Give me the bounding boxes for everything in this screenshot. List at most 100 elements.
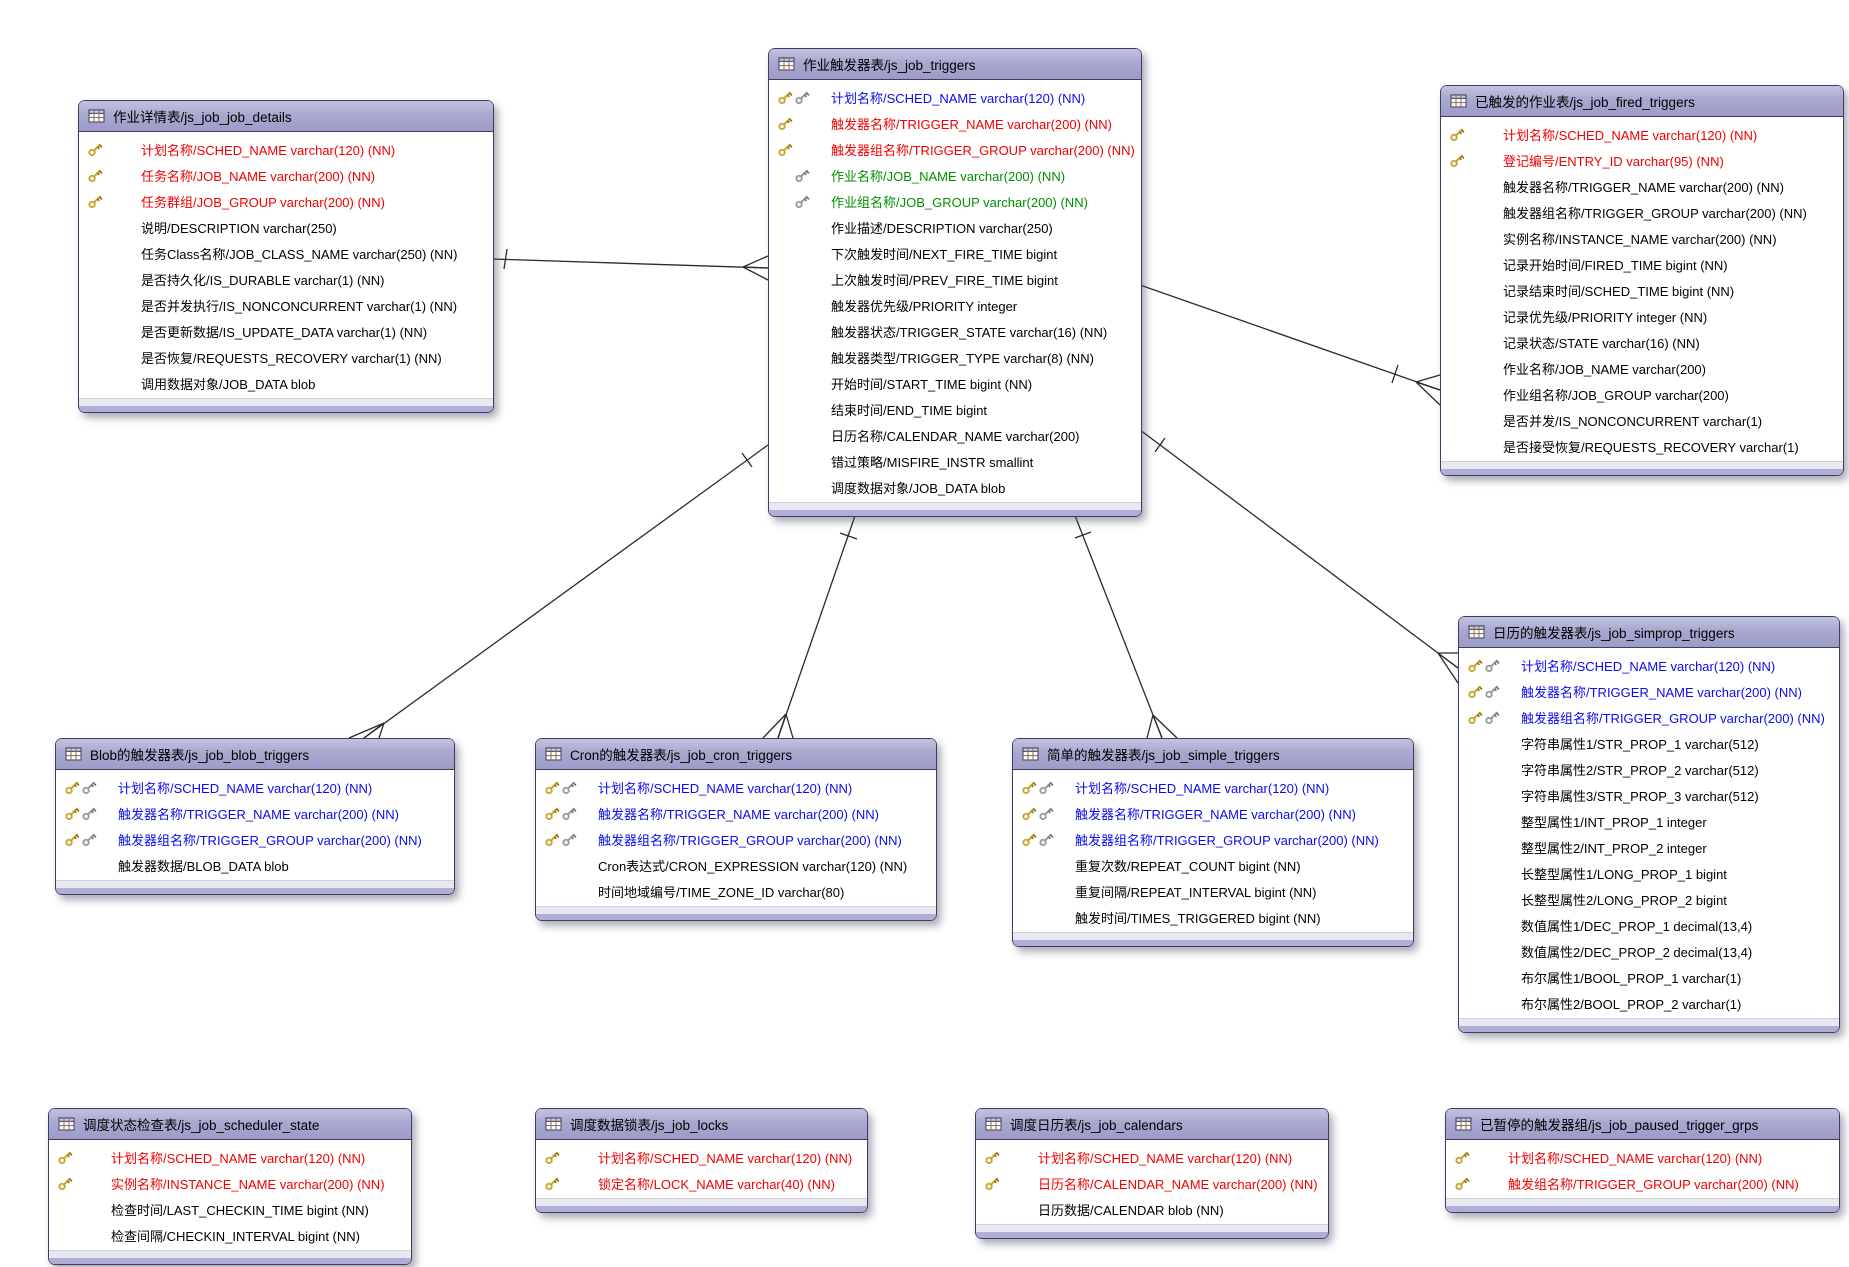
table-js_job_calendars[interactable]: 调度日历表/js_job_calendars 计划名称/SCHED_NAME va… [975,1108,1329,1239]
table-row[interactable]: 触发器类型/TRIGGER_TYPE varchar(8) (NN) [769,344,1141,370]
table-row[interactable]: 任务群组/JOB_GROUP varchar(200) (NN) [79,188,493,214]
table-row[interactable]: 计划名称/SCHED_NAME varchar(120) (NN) [1446,1144,1839,1170]
table-header[interactable]: 日历的触发器表/js_job_simprop_triggers [1459,617,1839,648]
table-row[interactable]: 触发器名称/TRIGGER_NAME varchar(200) (NN) [769,110,1141,136]
table-row[interactable]: 调用数据对象/JOB_DATA blob [79,370,493,396]
table-row[interactable]: 触发器组名称/TRIGGER_GROUP varchar(200) (NN) [56,826,454,852]
table-row[interactable]: 是否接受恢复/REQUESTS_RECOVERY varchar(1) [1441,433,1843,459]
table-row[interactable]: 计划名称/SCHED_NAME varchar(120) (NN) [49,1144,411,1170]
table-row[interactable]: 布尔属性1/BOOL_PROP_1 varchar(1) [1459,964,1839,990]
table-row[interactable]: 触发器组名称/TRIGGER_GROUP varchar(200) (NN) [1013,826,1413,852]
table-js_job_simprop_triggers[interactable]: 日历的触发器表/js_job_simprop_triggers 计划名称/SCHE… [1458,616,1840,1033]
table-header[interactable]: 调度状态检查表/js_job_scheduler_state [49,1109,411,1140]
table-row[interactable]: 触发器组名称/TRIGGER_GROUP varchar(200) (NN) [769,136,1141,162]
table-row[interactable]: 布尔属性2/BOOL_PROP_2 varchar(1) [1459,990,1839,1016]
table-row[interactable]: 触发组名称/TRIGGER_GROUP varchar(200) (NN) [1446,1170,1839,1196]
table-row[interactable]: 日历名称/CALENDAR_NAME varchar(200) [769,422,1141,448]
table-row[interactable]: 计划名称/SCHED_NAME varchar(120) (NN) [769,84,1141,110]
table-row[interactable]: 计划名称/SCHED_NAME varchar(120) (NN) [1441,121,1843,147]
table-row[interactable]: 触发器组名称/TRIGGER_GROUP varchar(200) (NN) [1459,704,1839,730]
table-js_job_job_details[interactable]: 作业详情表/js_job_job_details 计划名称/SCHED_NAME … [78,100,494,413]
table-row[interactable]: 说明/DESCRIPTION varchar(250) [79,214,493,240]
table-row[interactable]: 触发器优先级/PRIORITY integer [769,292,1141,318]
table-row[interactable]: 检查时间/LAST_CHECKIN_TIME bigint (NN) [49,1196,411,1222]
table-header[interactable]: 已暂停的触发器组/js_job_paused_trigger_grps [1446,1109,1839,1140]
table-row[interactable]: 触发器名称/TRIGGER_NAME varchar(200) (NN) [536,800,936,826]
table-js_job_locks[interactable]: 调度数据锁表/js_job_locks 计划名称/SCHED_NAME varch… [535,1108,868,1213]
table-row[interactable]: 检查间隔/CHECKIN_INTERVAL bigint (NN) [49,1222,411,1248]
table-row[interactable]: 是否并发/IS_NONCONCURRENT varchar(1) [1441,407,1843,433]
table-row[interactable]: 记录开始时间/FIRED_TIME bigint (NN) [1441,251,1843,277]
table-row[interactable]: 计划名称/SCHED_NAME varchar(120) (NN) [536,1144,867,1170]
table-header[interactable]: Blob的触发器表/js_job_blob_triggers [56,739,454,770]
table-row[interactable]: 数值属性1/DEC_PROP_1 decimal(13,4) [1459,912,1839,938]
table-js_job_paused_trigger_grps[interactable]: 已暂停的触发器组/js_job_paused_trigger_grps 计划名称/… [1445,1108,1840,1213]
table-header[interactable]: 简单的触发器表/js_job_simple_triggers [1013,739,1413,770]
table-header[interactable]: 作业触发器表/js_job_triggers [769,49,1141,80]
table-row[interactable]: 记录状态/STATE varchar(16) (NN) [1441,329,1843,355]
table-row[interactable]: 结束时间/END_TIME bigint [769,396,1141,422]
table-row[interactable]: Cron表达式/CRON_EXPRESSION varchar(120) (NN… [536,852,936,878]
table-row[interactable]: 触发器组名称/TRIGGER_GROUP varchar(200) (NN) [1441,199,1843,225]
table-row[interactable]: 字符串属性1/STR_PROP_1 varchar(512) [1459,730,1839,756]
table-header[interactable]: 作业详情表/js_job_job_details [79,101,493,132]
table-row[interactable]: 实例名称/INSTANCE_NAME varchar(200) (NN) [49,1170,411,1196]
table-row[interactable]: 计划名称/SCHED_NAME varchar(120) (NN) [1459,652,1839,678]
table-row[interactable]: 触发器名称/TRIGGER_NAME varchar(200) (NN) [1459,678,1839,704]
table-row[interactable]: 下次触发时间/NEXT_FIRE_TIME bigint [769,240,1141,266]
table-row[interactable]: 长整型属性1/LONG_PROP_1 bigint [1459,860,1839,886]
table-header[interactable]: 调度数据锁表/js_job_locks [536,1109,867,1140]
table-row[interactable]: 记录结束时间/SCHED_TIME bigint (NN) [1441,277,1843,303]
table-row[interactable]: 时间地域编号/TIME_ZONE_ID varchar(80) [536,878,936,904]
table-row[interactable]: 整型属性1/INT_PROP_1 integer [1459,808,1839,834]
table-row[interactable]: 重复间隔/REPEAT_INTERVAL bigint (NN) [1013,878,1413,904]
table-js_job_fired_triggers[interactable]: 已触发的作业表/js_job_fired_triggers 计划名称/SCHED_… [1440,85,1844,476]
table-row[interactable]: 日历名称/CALENDAR_NAME varchar(200) (NN) [976,1170,1328,1196]
table-row[interactable]: 整型属性2/INT_PROP_2 integer [1459,834,1839,860]
table-row[interactable]: 作业名称/JOB_NAME varchar(200) [1441,355,1843,381]
table-row[interactable]: 触发器名称/TRIGGER_NAME varchar(200) (NN) [1441,173,1843,199]
table-row[interactable]: 计划名称/SCHED_NAME varchar(120) (NN) [1013,774,1413,800]
table-row[interactable]: 开始时间/START_TIME bigint (NN) [769,370,1141,396]
table-header[interactable]: 已触发的作业表/js_job_fired_triggers [1441,86,1843,117]
table-row[interactable]: 字符串属性2/STR_PROP_2 varchar(512) [1459,756,1839,782]
table-js_job_cron_triggers[interactable]: Cron的触发器表/js_job_cron_triggers 计划名称/SCHED… [535,738,937,921]
table-row[interactable]: 上次触发时间/PREV_FIRE_TIME bigint [769,266,1141,292]
table-row[interactable]: 计划名称/SCHED_NAME varchar(120) (NN) [976,1144,1328,1170]
table-row[interactable]: 数值属性2/DEC_PROP_2 decimal(13,4) [1459,938,1839,964]
table-row[interactable]: 触发器名称/TRIGGER_NAME varchar(200) (NN) [1013,800,1413,826]
table-js_job_simple_triggers[interactable]: 简单的触发器表/js_job_simple_triggers 计划名称/SCHED… [1012,738,1414,947]
table-header[interactable]: 调度日历表/js_job_calendars [976,1109,1328,1140]
table-js_job_scheduler_state[interactable]: 调度状态检查表/js_job_scheduler_state 计划名称/SCHED… [48,1108,412,1265]
table-js_job_triggers[interactable]: 作业触发器表/js_job_triggers 计划名称/SCHED_NAME va… [768,48,1142,517]
table-row[interactable]: 登记编号/ENTRY_ID varchar(95) (NN) [1441,147,1843,173]
table-row[interactable]: 作业描述/DESCRIPTION varchar(250) [769,214,1141,240]
table-row[interactable]: 计划名称/SCHED_NAME varchar(120) (NN) [79,136,493,162]
table-row[interactable]: 作业组名称/JOB_GROUP varchar(200) (NN) [769,188,1141,214]
table-row[interactable]: 是否更新数据/IS_UPDATE_DATA varchar(1) (NN) [79,318,493,344]
table-row[interactable]: 调度数据对象/JOB_DATA blob [769,474,1141,500]
table-row[interactable]: 触发器状态/TRIGGER_STATE varchar(16) (NN) [769,318,1141,344]
table-row[interactable]: 触发器名称/TRIGGER_NAME varchar(200) (NN) [56,800,454,826]
table-row[interactable]: 作业组名称/JOB_GROUP varchar(200) [1441,381,1843,407]
table-row[interactable]: 锁定名称/LOCK_NAME varchar(40) (NN) [536,1170,867,1196]
table-row[interactable]: 字符串属性3/STR_PROP_3 varchar(512) [1459,782,1839,808]
table-row[interactable]: 是否持久化/IS_DURABLE varchar(1) (NN) [79,266,493,292]
table-row[interactable]: 是否并发执行/IS_NONCONCURRENT varchar(1) (NN) [79,292,493,318]
table-header[interactable]: Cron的触发器表/js_job_cron_triggers [536,739,936,770]
table-row[interactable]: 任务名称/JOB_NAME varchar(200) (NN) [79,162,493,188]
table-row[interactable]: 记录优先级/PRIORITY integer (NN) [1441,303,1843,329]
table-row[interactable]: 触发器组名称/TRIGGER_GROUP varchar(200) (NN) [536,826,936,852]
table-row[interactable]: 计划名称/SCHED_NAME varchar(120) (NN) [536,774,936,800]
table-js_job_blob_triggers[interactable]: Blob的触发器表/js_job_blob_triggers 计划名称/SCHED… [55,738,455,895]
table-row[interactable]: 是否恢复/REQUESTS_RECOVERY varchar(1) (NN) [79,344,493,370]
table-row[interactable]: 错过策略/MISFIRE_INSTR smallint [769,448,1141,474]
table-row[interactable]: 长整型属性2/LONG_PROP_2 bigint [1459,886,1839,912]
table-row[interactable]: 实例名称/INSTANCE_NAME varchar(200) (NN) [1441,225,1843,251]
table-row[interactable]: 重复次数/REPEAT_COUNT bigint (NN) [1013,852,1413,878]
table-row[interactable]: 日历数据/CALENDAR blob (NN) [976,1196,1328,1222]
table-row[interactable]: 触发器数据/BLOB_DATA blob [56,852,454,878]
table-row[interactable]: 任务Class名称/JOB_CLASS_NAME varchar(250) (N… [79,240,493,266]
table-row[interactable]: 计划名称/SCHED_NAME varchar(120) (NN) [56,774,454,800]
table-row[interactable]: 作业名称/JOB_NAME varchar(200) (NN) [769,162,1141,188]
